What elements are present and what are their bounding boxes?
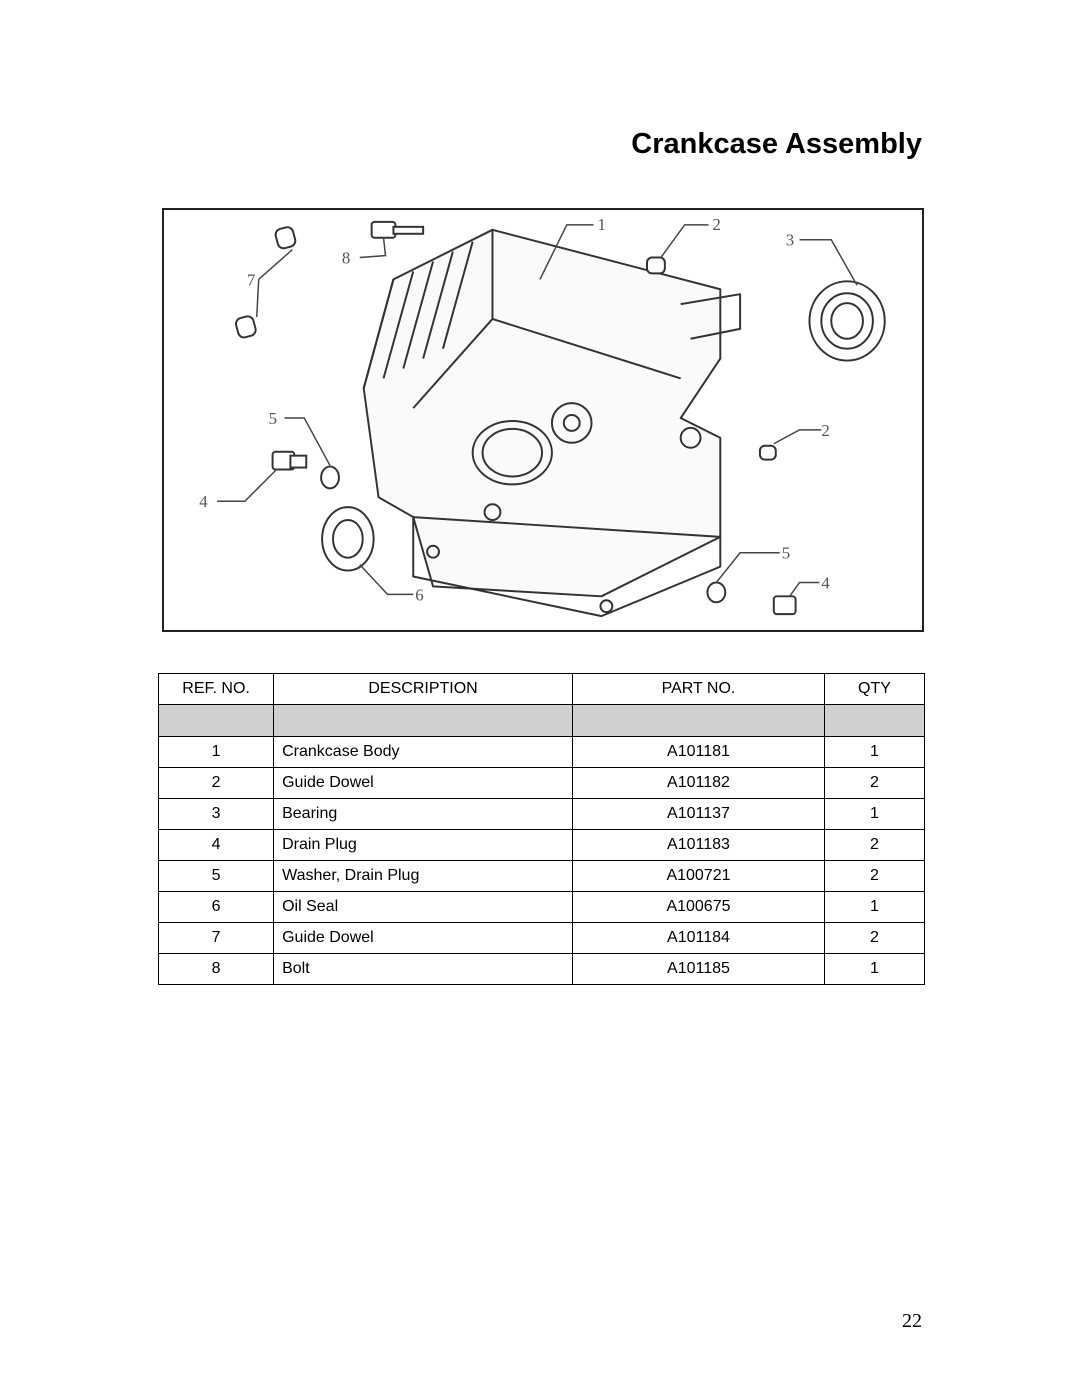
- shaded-cell: [571, 704, 826, 737]
- cell-part-no: A100675: [571, 891, 826, 923]
- cell-description: Washer, Drain Plug: [273, 860, 573, 892]
- callout-2-top: 2: [712, 215, 720, 234]
- cell-ref: 6: [157, 891, 275, 923]
- cell-qty: 2: [824, 860, 925, 892]
- callout-8: 8: [342, 248, 350, 267]
- shaded-cell: [157, 704, 275, 737]
- cell-qty: 2: [824, 767, 925, 799]
- cell-part-no: A101183: [571, 829, 826, 861]
- callout-7: 7: [247, 270, 255, 289]
- header-description: DESCRIPTION: [273, 673, 573, 705]
- callout-5-right: 5: [782, 544, 790, 563]
- callout-4-right: 4: [821, 573, 830, 592]
- cell-description: Drain Plug: [273, 829, 573, 861]
- cell-description: Oil Seal: [273, 891, 573, 923]
- page-number: 22: [902, 1310, 922, 1332]
- shaded-cell: [824, 704, 925, 737]
- cell-description: Bolt: [273, 953, 573, 985]
- cell-part-no: A101184: [571, 922, 826, 954]
- cell-qty: 1: [824, 953, 925, 985]
- cell-part-no: A100721: [571, 860, 826, 892]
- crankcase-drawing: 1 2 3 2 5 4 5 4 6 7 8: [199, 215, 886, 618]
- cell-qty: 1: [824, 736, 925, 768]
- cell-description: Guide Dowel: [273, 767, 573, 799]
- header-qty: QTY: [824, 673, 925, 705]
- cell-qty: 2: [824, 922, 925, 954]
- page-title: Crankcase Assembly: [631, 128, 922, 160]
- shaded-cell: [273, 704, 573, 737]
- cell-ref: 2: [157, 767, 275, 799]
- cell-description: Guide Dowel: [273, 922, 573, 954]
- callout-3: 3: [786, 231, 794, 250]
- callout-1: 1: [597, 215, 605, 234]
- callout-2-right: 2: [821, 421, 829, 440]
- cell-ref: 8: [157, 953, 275, 985]
- cell-ref: 4: [157, 829, 275, 861]
- header-ref-no: REF. NO.: [157, 673, 275, 705]
- exploded-view-diagram: 1 2 3 2 5 4 5 4 6 7 8: [162, 208, 924, 632]
- cell-part-no: A101181: [571, 736, 826, 768]
- cell-qty: 1: [824, 891, 925, 923]
- callout-4-left: 4: [199, 492, 208, 511]
- cell-description: Bearing: [273, 798, 573, 830]
- callout-5-left: 5: [269, 409, 277, 428]
- cell-part-no: A101182: [571, 767, 826, 799]
- cell-qty: 2: [824, 829, 925, 861]
- cell-qty: 1: [824, 798, 925, 830]
- cell-part-no: A101185: [571, 953, 826, 985]
- table-shaded-row: [157, 704, 925, 737]
- cell-ref: 1: [157, 736, 275, 768]
- cell-ref: 3: [157, 798, 275, 830]
- table-header-row: REF. NO. DESCRIPTION PART NO. QTY: [157, 673, 925, 705]
- cell-ref: 7: [157, 922, 275, 954]
- header-part-no: PART NO.: [571, 673, 826, 705]
- cell-description: Crankcase Body: [273, 736, 573, 768]
- cell-part-no: A101137: [571, 798, 826, 830]
- cell-ref: 5: [157, 860, 275, 892]
- callout-6: 6: [415, 585, 423, 604]
